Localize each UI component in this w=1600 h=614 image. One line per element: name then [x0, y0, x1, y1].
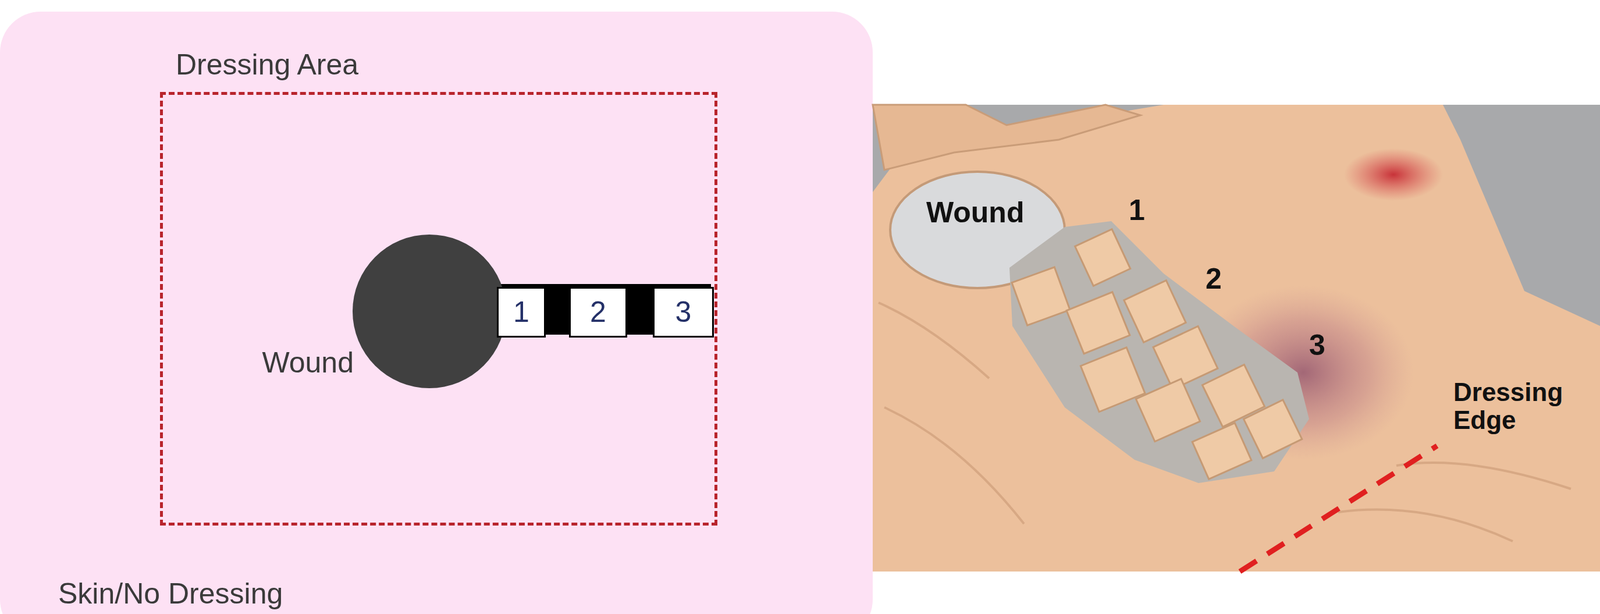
dressing-area: Dressing AreaWound123 [160, 91, 718, 526]
photo-skin [872, 104, 1600, 572]
skin-region: Skin/No DressingDressing AreaWound123 [0, 11, 873, 614]
box-number: 1 [498, 288, 544, 336]
photo-squares [1011, 229, 1303, 480]
photo-cut-region [1009, 221, 1310, 483]
callout-number: 1 [1128, 194, 1146, 227]
dressing-edge-label: Dressing Edge [1453, 378, 1576, 435]
callout-number: 3 [1309, 329, 1326, 362]
callout-number: 2 [1205, 262, 1222, 295]
photo-table [872, 104, 1600, 572]
photo-flap [872, 104, 1141, 170]
skin-ground [0, 11, 873, 614]
dressing-edge-line [1239, 445, 1438, 572]
photo-red-patch [1344, 148, 1443, 201]
region-label: Skin/No Dressing [58, 577, 283, 611]
sample-box: 2 [569, 286, 628, 338]
region-label: Wound [261, 346, 354, 380]
wound-circle: Wound [352, 234, 507, 389]
box-number: 2 [570, 288, 626, 336]
sample-box: 1 [496, 286, 546, 338]
region-label: Dressing Area [175, 48, 359, 83]
sample-box: 3 [652, 286, 714, 338]
box-number: 3 [654, 288, 713, 336]
photo-wound-label: Wound [926, 196, 1024, 229]
